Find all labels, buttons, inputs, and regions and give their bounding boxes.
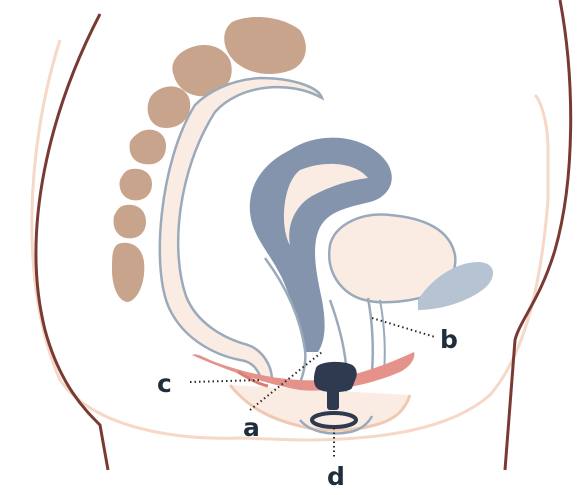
urethra (368, 298, 373, 372)
vertebra-6 (114, 205, 147, 239)
label-d: d (327, 462, 345, 491)
vertebra-4 (130, 130, 166, 165)
leader-line-b (372, 318, 435, 337)
vertebra-7 (112, 243, 144, 302)
device-head (314, 362, 357, 392)
vertebra-1 (224, 17, 306, 74)
label-b: b (440, 325, 458, 354)
label-c: c (157, 369, 172, 398)
device-stem (327, 388, 339, 410)
abdomen-outline (505, 0, 571, 470)
vertebra-3 (148, 86, 191, 128)
label-a: a (243, 413, 260, 442)
urethra-inner (380, 300, 385, 372)
vertebra-5 (120, 169, 153, 201)
